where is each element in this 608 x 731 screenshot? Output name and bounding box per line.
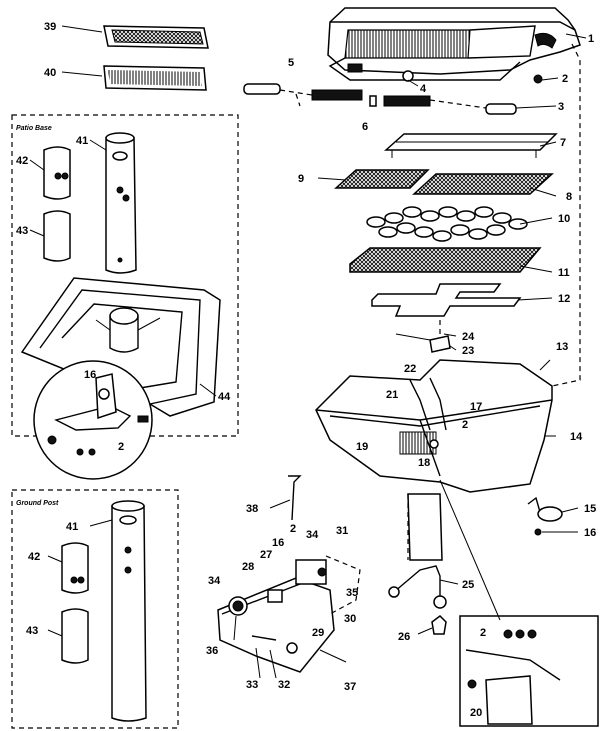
knob: [431, 615, 447, 635]
patio-sleeve-43: [43, 210, 71, 262]
callout-32: 32: [278, 679, 290, 691]
callout-34-left: 34: [208, 575, 221, 587]
leader-lines: [29, 25, 587, 679]
support-post: [407, 493, 443, 561]
igniter-wire: [288, 475, 302, 521]
valve-assembly: [395, 320, 451, 353]
patio-sleeve-42: [43, 146, 71, 200]
side-shelf-40: [103, 65, 207, 91]
callout-1: 1: [588, 33, 594, 45]
cooking-grids: [334, 169, 554, 195]
warming-rack: [384, 133, 558, 158]
callout-labels: 1 2 3 4 5 6 7 8 9 10 11 12 13 14 15 16 1…: [16, 21, 596, 719]
callout-12: 12: [558, 293, 570, 305]
callout-33: 33: [246, 679, 258, 691]
callout-13: 13: [556, 341, 568, 353]
callout-43-ground: 43: [26, 625, 38, 637]
callout-19: 19: [356, 441, 368, 453]
callout-16-panel: 16: [272, 537, 284, 549]
callout-29: 29: [312, 627, 324, 639]
assembly-guide-line: [551, 43, 581, 387]
ground-sleeve-43: [61, 608, 89, 664]
callout-25: 25: [462, 579, 474, 591]
screw-13: [539, 359, 551, 371]
callout-16-right: 16: [584, 527, 596, 539]
callout-41-ground: 41: [66, 521, 78, 533]
lid-handle-assembly: [243, 70, 517, 115]
patio-base-44: [20, 277, 221, 417]
callout-26: 26: [398, 631, 410, 643]
wire-clip: [527, 496, 563, 536]
briquette-grate: [349, 247, 542, 273]
callout-2-patio: 2: [118, 441, 124, 453]
patio-detail-circle: [33, 360, 153, 480]
burner: [371, 283, 522, 317]
callout-4: 4: [420, 83, 427, 95]
lid-nut: [533, 74, 543, 84]
ground-post-label: Ground Post: [16, 500, 59, 507]
grill-lid: [327, 7, 581, 81]
callout-7: 7: [560, 137, 566, 149]
callout-23: 23: [462, 345, 474, 357]
callout-22: 22: [404, 363, 416, 375]
callout-21: 21: [386, 389, 398, 401]
callout-37: 37: [344, 681, 356, 693]
callout-5: 5: [288, 57, 294, 69]
callout-35: 35: [346, 587, 358, 599]
callout-2-inset: 2: [480, 627, 486, 639]
callout-10: 10: [558, 213, 570, 225]
ground-post-41: [111, 500, 147, 722]
callout-2-firebox: 2: [462, 419, 468, 431]
callout-41-patio: 41: [76, 135, 88, 147]
callout-44: 44: [218, 391, 231, 403]
callout-40: 40: [44, 67, 56, 79]
callout-15: 15: [584, 503, 596, 515]
callout-30: 30: [344, 613, 356, 625]
callout-11: 11: [558, 267, 570, 279]
callout-2: 2: [562, 73, 568, 85]
callout-9: 9: [298, 173, 304, 185]
side-shelf-39: [103, 25, 209, 49]
callout-31: 31: [336, 525, 348, 537]
ground-sleeve-42: [61, 542, 89, 594]
callout-27: 27: [260, 549, 272, 561]
callout-14: 14: [570, 431, 583, 443]
callout-39: 39: [44, 21, 56, 33]
patio-base-label: Patio Base: [16, 125, 52, 132]
lava-briquettes: [366, 206, 528, 242]
callout-20: 20: [470, 707, 482, 719]
callout-36: 36: [206, 645, 218, 657]
callout-3: 3: [558, 101, 564, 113]
callout-28: 28: [242, 561, 254, 573]
callout-42-patio: 42: [16, 155, 28, 167]
patio-post-41: [105, 132, 137, 274]
firebox: [315, 359, 553, 493]
gas-regulator-hose: [388, 565, 447, 609]
callout-24: 24: [462, 331, 475, 343]
callout-34-top: 34: [306, 529, 319, 541]
callout-6: 6: [362, 121, 368, 133]
callout-42-ground: 42: [28, 551, 40, 563]
burner-inset-detail: [439, 479, 599, 727]
ground-post-box: [11, 489, 179, 729]
callout-38: 38: [246, 503, 258, 515]
callout-18: 18: [418, 457, 430, 469]
callout-2-panel: 2: [290, 523, 296, 535]
callout-8: 8: [566, 191, 572, 203]
callout-43-patio: 43: [16, 225, 28, 237]
igniter-panel: [217, 555, 361, 673]
callout-16-patio: 16: [84, 369, 96, 381]
callout-17: 17: [470, 401, 482, 413]
